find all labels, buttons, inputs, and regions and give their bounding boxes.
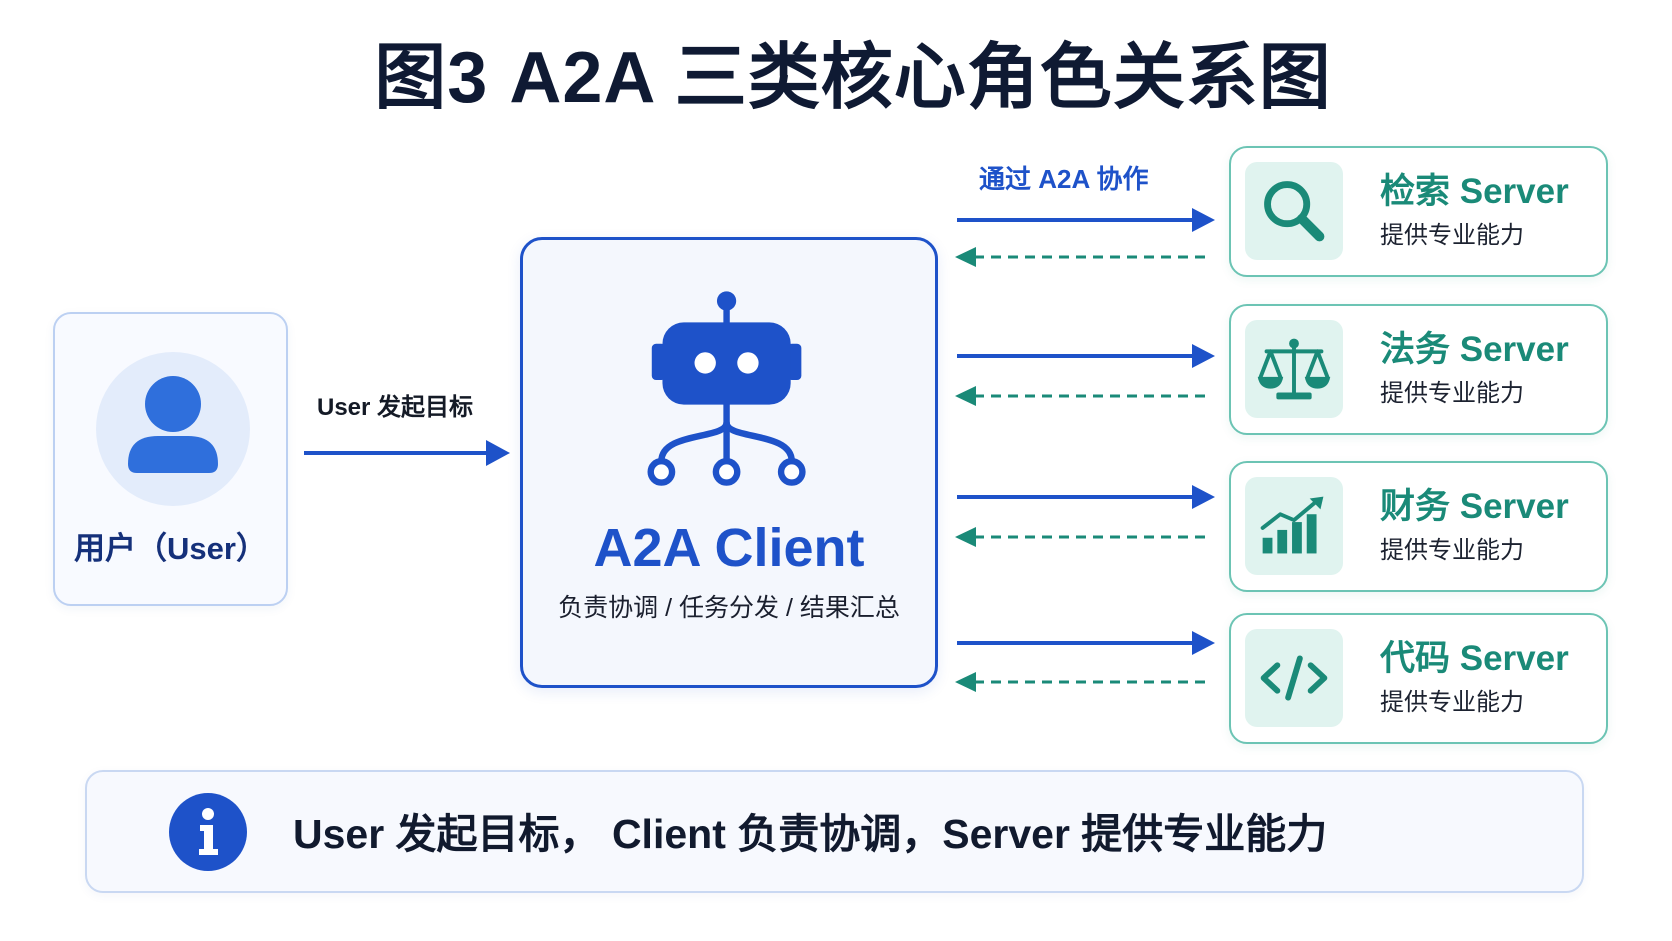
search-icon bbox=[1245, 162, 1343, 260]
server-description: 提供专业能力 bbox=[1380, 222, 1524, 249]
user-label: 用户（User） bbox=[74, 531, 267, 566]
server-name: 检索 Server bbox=[1380, 172, 1569, 211]
user-node: 用户（User） bbox=[53, 312, 288, 606]
search-server-node: 检索 Server 提供专业能力 bbox=[1229, 146, 1608, 277]
user-to-client-label: User 发起目标 bbox=[317, 394, 474, 421]
collaboration-label: 通过 A2A 协作 bbox=[979, 164, 1149, 194]
legal-server-node: 法务 Server 提供专业能力 bbox=[1229, 304, 1608, 435]
arrow-user-to-client bbox=[304, 440, 510, 466]
client-title: A2A Client bbox=[593, 518, 865, 578]
code-server-node: 代码 Server 提供专业能力 bbox=[1229, 613, 1608, 744]
server-name: 财务 Server bbox=[1380, 487, 1569, 526]
arrow-client-to-search-server bbox=[957, 208, 1215, 232]
arrow-finance-server-to-client bbox=[955, 527, 1205, 547]
diagram-title: 图3 A2A 三类核心角色关系图 bbox=[374, 38, 1332, 118]
arrow-legal-server-to-client bbox=[955, 386, 1205, 406]
arrow-client-to-code-server bbox=[957, 631, 1215, 655]
scale-icon bbox=[1245, 320, 1343, 418]
client-subtitle: 负责协调 / 任务分发 / 结果汇总 bbox=[558, 594, 900, 622]
server-description: 提供专业能力 bbox=[1380, 537, 1524, 564]
arrow-search-server-to-client bbox=[955, 247, 1205, 267]
arrow-client-to-legal-server bbox=[957, 344, 1215, 368]
chart-icon bbox=[1245, 477, 1343, 575]
finance-server-node: 财务 Server 提供专业能力 bbox=[1229, 461, 1608, 592]
server-description: 提供专业能力 bbox=[1380, 689, 1524, 716]
arrow-code-server-to-client bbox=[955, 672, 1205, 692]
server-name: 法务 Server bbox=[1380, 330, 1569, 369]
server-description: 提供专业能力 bbox=[1380, 380, 1524, 407]
summary-text: User 发起目标， Client 负责协调，Server 提供专业能力 bbox=[293, 811, 1328, 857]
summary-note: User 发起目标， Client 负责协调，Server 提供专业能力 bbox=[85, 770, 1584, 893]
arrow-client-to-finance-server bbox=[957, 485, 1215, 509]
robot-icon bbox=[647, 291, 806, 486]
user-icon bbox=[96, 352, 250, 506]
info-icon bbox=[169, 793, 247, 871]
code-icon bbox=[1245, 629, 1343, 727]
server-name: 代码 Server bbox=[1380, 639, 1569, 678]
